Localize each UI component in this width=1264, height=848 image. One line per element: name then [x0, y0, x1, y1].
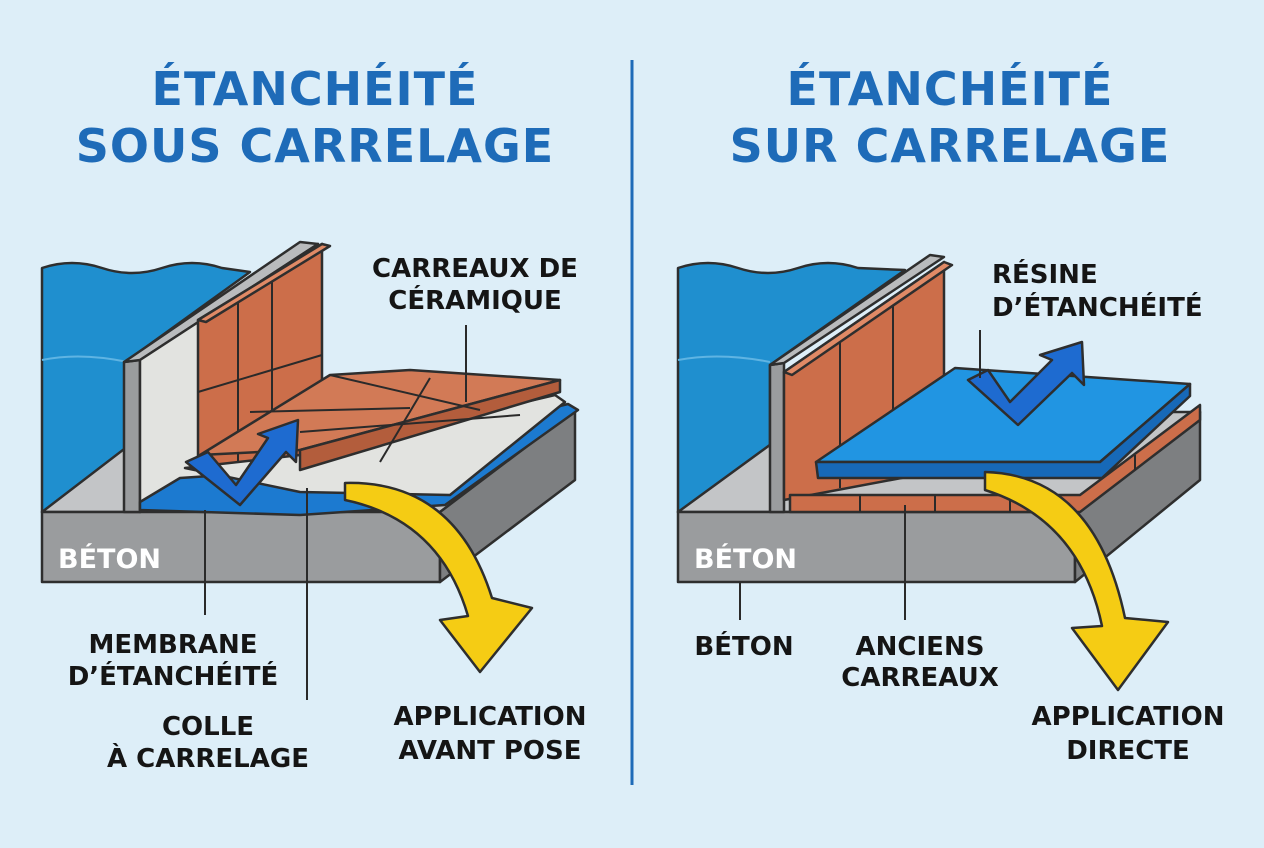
glue-label-line1: COLLE	[162, 712, 254, 742]
tiles-label-line1: CARREAUX DE	[372, 254, 578, 284]
water-ripple-right	[677, 355, 771, 363]
water-ripple	[41, 355, 129, 363]
old-tiles-label-line1: ANCIENS	[856, 632, 985, 662]
right-title-line2: SUR CARRELAGE	[730, 119, 1171, 173]
old-tiles-label-line2: CARREAUX	[841, 663, 999, 693]
right-concrete-label: BÉTON	[694, 543, 797, 575]
membrane-label-line1: MEMBRANE	[89, 630, 258, 660]
wall-tiles-top-right	[782, 260, 954, 377]
glue-label-line2: À CARRELAGE	[107, 742, 309, 774]
wall-tiles-top	[196, 242, 332, 324]
right-panel: ÉTANCHÉITÉ SUR CARRELAGE BÉTON	[676, 62, 1225, 766]
floor-tiles-front	[298, 378, 562, 472]
wall-concrete-right	[768, 361, 786, 514]
wall-concrete-top-right	[768, 253, 946, 367]
left-application-line2: AVANT POSE	[398, 736, 581, 766]
membrane-label-line2: D’ÉTANCHÉITÉ	[68, 660, 279, 692]
resin-label-line1: RÉSINE	[992, 258, 1098, 290]
left-title-line1: ÉTANCHÉITÉ	[152, 62, 479, 116]
water-area-right	[676, 261, 907, 514]
right-application-line2: DIRECTE	[1066, 736, 1190, 766]
left-application-line1: APPLICATION	[394, 702, 587, 732]
left-panel: ÉTANCHÉITÉ SOUS CARRELAGE BÉTON	[40, 62, 587, 774]
tiles-label-line2: CÉRAMIQUE	[388, 284, 562, 316]
resin-flow-arrow	[966, 340, 1086, 427]
old-tiles-front	[788, 403, 1202, 514]
concrete-callout-label: BÉTON	[694, 630, 793, 662]
wall-concrete	[122, 358, 142, 514]
application-arrow	[343, 481, 534, 674]
resin-label-line2: D’ÉTANCHÉITÉ	[992, 291, 1203, 323]
resin-layer-edge	[814, 382, 1192, 480]
right-application-line1: APPLICATION	[1032, 702, 1225, 732]
right-title-line1: ÉTANCHÉITÉ	[787, 62, 1114, 116]
left-concrete-label: BÉTON	[58, 543, 161, 575]
water-area	[40, 261, 252, 514]
membrane-flow-arrow	[184, 418, 300, 507]
direct-application-arrow	[983, 470, 1170, 692]
left-title-line2: SOUS CARRELAGE	[76, 119, 554, 173]
